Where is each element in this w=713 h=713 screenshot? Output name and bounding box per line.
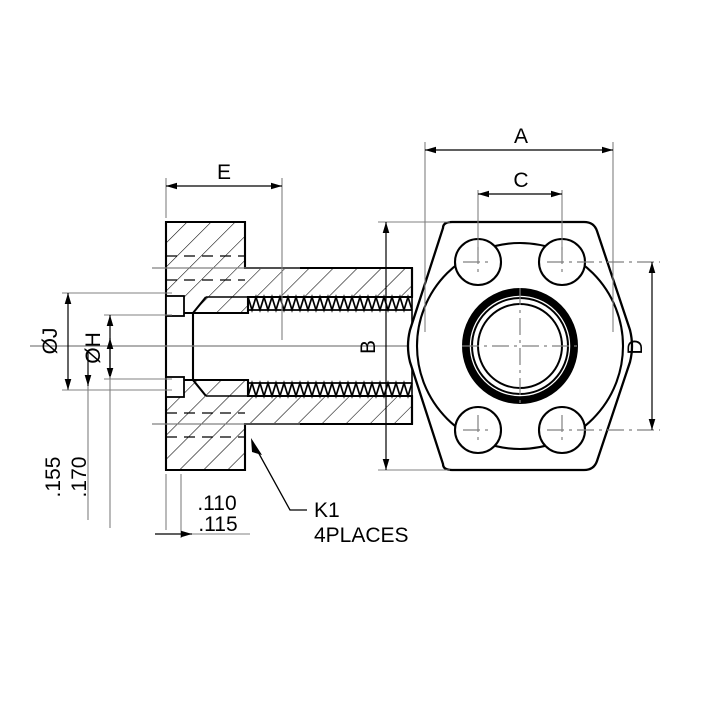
dimension-label-diameter-J: ØJ — [39, 328, 62, 355]
center-bore-circle — [477, 303, 563, 389]
dimension-label-170: .170 — [68, 457, 91, 498]
dimension-155: .155 — [42, 352, 172, 520]
leader-label-4places: 4PLACES — [314, 524, 409, 547]
flange-front-view: A C B D — [357, 125, 660, 472]
section-spigot-step — [191, 296, 248, 397]
dimension-E: E — [165, 161, 283, 340]
dimension-label-B: B — [357, 340, 380, 354]
dimension-115: .115 — [155, 513, 250, 538]
dimension-label-115: .115 — [198, 513, 237, 536]
dimension-label-D: D — [624, 339, 647, 354]
leader-label-K1: K1 — [314, 499, 340, 522]
flange-raised-face-circle — [415, 241, 625, 451]
dimension-170: .170 — [68, 338, 172, 528]
bolt-circle-extension-lines — [477, 190, 563, 250]
dimension-C: C — [478, 169, 562, 198]
dimension-label-A: A — [514, 125, 528, 148]
dimension-A: A — [424, 125, 614, 332]
cross-section-side-view: E ØJ ØH .155 .170 — [30, 161, 455, 547]
dimension-label-diameter-H: ØH — [82, 332, 105, 364]
dimension-label-E: E — [217, 161, 231, 184]
dimension-D: D — [624, 262, 656, 430]
dimension-110: .110 — [165, 474, 237, 538]
dimension-label-C: C — [513, 169, 528, 192]
leader-note-K1: K1 4PLACES — [251, 438, 409, 547]
dimension-label-155: .155 — [42, 457, 65, 498]
o-ring-groove-pockets — [165, 295, 185, 398]
centerlines-front-view — [462, 247, 660, 445]
dimension-B: B — [357, 221, 450, 471]
dimension-label-110: .110 — [197, 492, 236, 515]
hidden-lines-section — [166, 255, 245, 438]
